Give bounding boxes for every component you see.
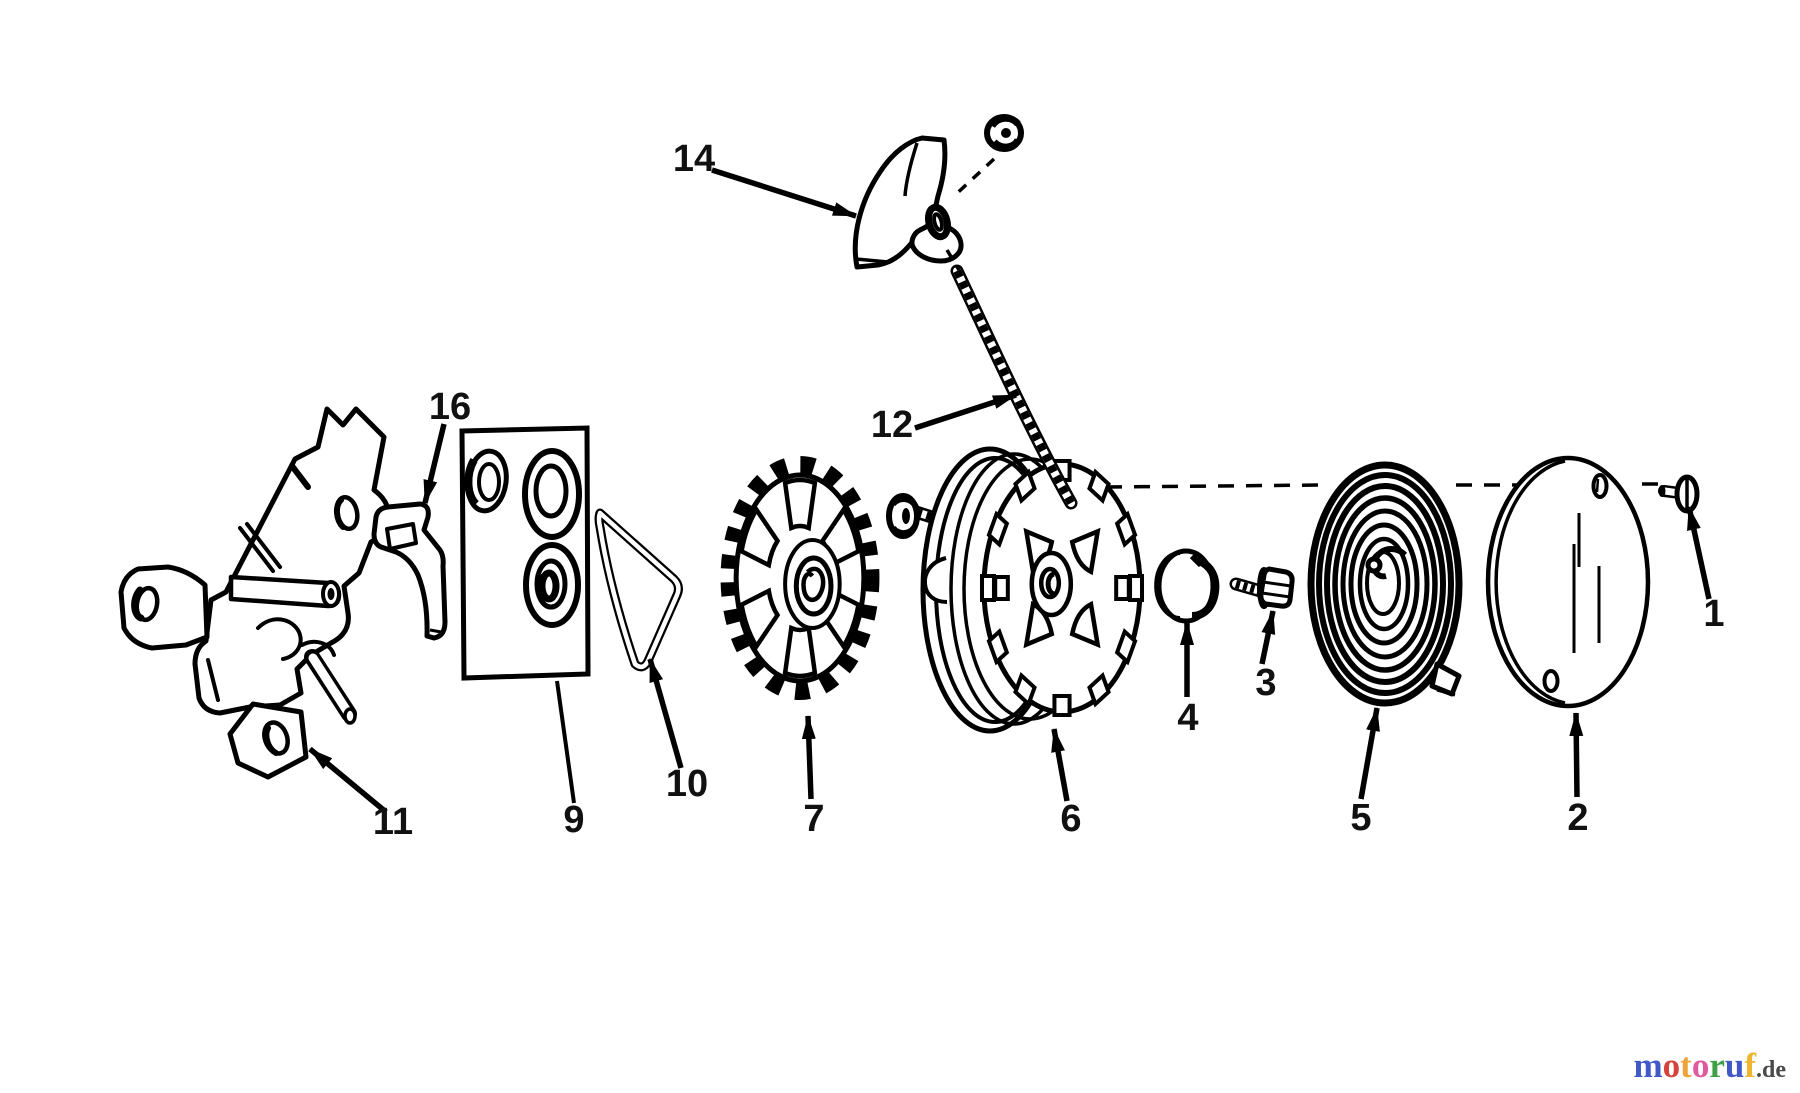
callout-7: 7 (803, 798, 824, 840)
part-12-starter-rope (950, 264, 1078, 510)
watermark-domain: .de (1756, 1057, 1786, 1083)
rope-top-knot (984, 114, 1024, 152)
leader-line-9 (555, 680, 576, 804)
watermark-logo: motoruf.de (1634, 1046, 1787, 1085)
callout-1: 1 (1703, 593, 1724, 635)
part-6-pulley (920, 446, 1142, 734)
callout-16: 16 (429, 386, 471, 428)
watermark-letter: f (1744, 1046, 1756, 1085)
callout-2: 2 (1567, 797, 1588, 839)
callout-10: 10 (666, 763, 708, 805)
callout-9: 9 (563, 799, 584, 841)
callout-11: 11 (373, 801, 413, 843)
part-1-screw (1658, 474, 1700, 514)
leader-arrow-6 (1051, 728, 1070, 802)
leader-arrow-2 (1569, 712, 1584, 798)
leader-arrow-5 (1358, 707, 1380, 800)
callout-5: 5 (1350, 797, 1371, 839)
leader-arrow-10 (647, 658, 684, 769)
callout-14: 14 (673, 138, 715, 180)
callout-labels: 1 2 3 4 5 6 7 9 10 11 12 14 16 (373, 138, 1725, 843)
part-3-bolt (1229, 566, 1295, 609)
part-7-gear (731, 466, 870, 690)
callout-4: 4 (1177, 697, 1198, 739)
callout-6: 6 (1060, 798, 1081, 840)
leader-arrow-14 (711, 167, 857, 219)
leader-arrow-1 (1686, 506, 1712, 600)
watermark-letter: o (1663, 1046, 1681, 1085)
watermark-letter: u (1725, 1046, 1744, 1085)
part-5-recoil-spring (1307, 461, 1463, 707)
leader-arrow-11 (308, 746, 388, 815)
leader-arrow-3 (1259, 610, 1276, 665)
part-10-spring-clip (594, 508, 683, 672)
callout-12: 12 (871, 404, 913, 446)
part-11-bracket (118, 406, 392, 780)
watermark-letter: m (1634, 1046, 1663, 1085)
part-14-starter-handle (852, 114, 1024, 271)
watermark-letter: r (1709, 1046, 1725, 1085)
part-4-bushing (1154, 548, 1220, 624)
callout-3: 3 (1255, 662, 1276, 704)
part-2-cover-plate (1485, 455, 1651, 709)
leader-arrow-12 (914, 392, 1017, 431)
leader-arrows (308, 167, 1712, 815)
watermark-letter: t (1680, 1046, 1692, 1085)
svg-text:motoruf.de: motoruf.de (1634, 1046, 1787, 1085)
watermark-letter: o (1692, 1046, 1710, 1085)
part-16-lever (371, 501, 448, 641)
leader-arrow-16 (422, 423, 447, 504)
part-9-bearing-block (459, 425, 591, 804)
center-axis-dashed-line (1105, 482, 1660, 489)
leader-arrow-7 (801, 715, 816, 800)
